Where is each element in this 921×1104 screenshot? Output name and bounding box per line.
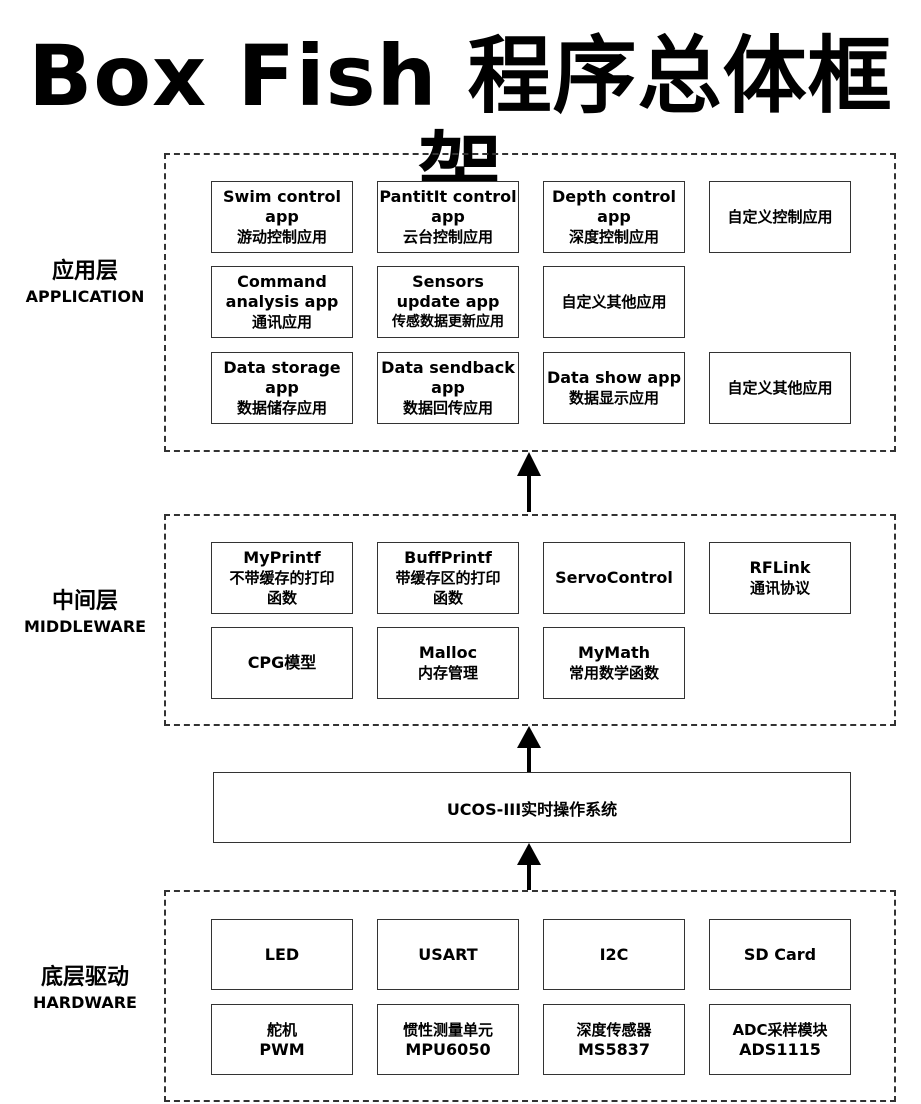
servocontrol-box: ServoControl [543, 542, 685, 614]
servocontrol-line1: ServoControl [555, 568, 673, 587]
sd-card-box: SD Card [709, 919, 851, 990]
swim-control-app-line1: Swim control [223, 187, 341, 206]
data-storage-app-line2: app [265, 378, 299, 397]
imu-mpu6050-box: 惯性测量单元 MPU6050 [377, 1004, 519, 1075]
depth-control-app-line2: app [597, 207, 631, 226]
data-show-app-line2: 数据显示应用 [568, 389, 659, 407]
malloc-line1: Malloc [418, 643, 478, 662]
depth-sensor-ms5837-box: 深度传感器 MS5837 [543, 1004, 685, 1075]
mymath-line1: MyMath [577, 643, 651, 662]
adc-ads1115-box: ADC采样模块 ADS1115 [709, 1004, 851, 1075]
rflink-line2: 通讯协议 [749, 579, 810, 597]
rflink-line1: RFLink [749, 558, 811, 577]
buffprintf-line1: BuffPrintf [404, 548, 492, 567]
page-title: Box Fish 程序总体框架 [28, 27, 893, 221]
data-show-app-line1: Data show app [546, 368, 682, 387]
custom-control-app-line1: 自定义控制应用 [727, 208, 833, 226]
sensors-update-app-box: Sensors update app 传感数据更新应用 [377, 266, 519, 338]
adc-ads1115-line1: ADC采样模块 [732, 1020, 828, 1039]
myprintf-line2: 不带缓存的打印 [229, 569, 335, 587]
custom-other-app-box-1: 自定义其他应用 [543, 266, 685, 338]
servo-pwm-line2: PWM [259, 1039, 305, 1059]
application-layer-cn: 应用层 [51, 259, 118, 284]
sensors-update-app-line1: Sensors [412, 272, 484, 291]
application-layer-frame [164, 153, 896, 452]
led-line1: LED [264, 944, 300, 964]
application-layer-label: 应用层 APPLICATION [10, 258, 160, 308]
hardware-layer-cn: 底层驱动 [40, 965, 129, 990]
data-sendback-app-line2: app [431, 378, 465, 397]
myprintf-box: MyPrintf 不带缓存的打印 函数 [211, 542, 353, 614]
hardware-layer-frame [164, 890, 896, 1102]
depth-control-app-line1: Depth control [551, 187, 677, 206]
middleware-layer-en: MIDDLEWARE [23, 617, 147, 636]
middleware-layer-label: 中间层 MIDDLEWARE [10, 588, 160, 638]
command-analysis-app-line1: Command [237, 272, 327, 291]
data-sendback-app-box: Data sendback app 数据回传应用 [377, 352, 519, 424]
pantitit-control-app-line2: app [431, 207, 465, 226]
data-show-app-box: Data show app 数据显示应用 [543, 352, 685, 424]
command-analysis-app-line2: analysis app [225, 292, 339, 311]
sensors-update-app-line2: update app [396, 292, 500, 311]
led-box: LED [211, 919, 353, 990]
usart-box: USART [377, 919, 519, 990]
arrow-up-icon [517, 843, 541, 890]
depth-sensor-line1: 深度传感器 [576, 1020, 652, 1039]
myprintf-line3: 函数 [266, 589, 297, 607]
data-storage-app-line3: 数据储存应用 [236, 399, 327, 417]
hardware-layer-label: 底层驱动 HARDWARE [10, 964, 160, 1014]
pantitit-control-app-line3: 云台控制应用 [402, 228, 493, 246]
imu-mpu6050-line1: 惯性测量单元 [402, 1020, 493, 1039]
cpg-model-box: CPG模型 [211, 627, 353, 699]
pantitit-control-app-box: PantitIt control app 云台控制应用 [377, 181, 519, 253]
data-storage-app-box: Data storage app 数据储存应用 [211, 352, 353, 424]
pantitit-control-app-line1: PantitIt control [379, 187, 517, 206]
application-layer-en: APPLICATION [25, 287, 145, 306]
command-analysis-app-box: Command analysis app 通讯应用 [211, 266, 353, 338]
malloc-line2: 内存管理 [417, 664, 478, 682]
ucos-iii-rtos-label: UCOS-III实时操作系统 [446, 799, 618, 819]
data-sendback-app-line1: Data sendback [381, 358, 515, 377]
i2c-box: I2C [543, 919, 685, 990]
depth-control-app-box: Depth control app 深度控制应用 [543, 181, 685, 253]
depth-control-app-line3: 深度控制应用 [568, 228, 659, 246]
usart-line1: USART [418, 944, 478, 964]
buffprintf-line2: 带缓存区的打印 [395, 569, 501, 587]
servo-pwm-line1: 舵机 [266, 1020, 297, 1039]
data-storage-app-line1: Data storage [223, 358, 341, 377]
i2c-line1: I2C [599, 944, 629, 964]
swim-control-app-line2: app [265, 207, 299, 226]
ucos-iii-rtos-box: UCOS-III实时操作系统 [213, 772, 851, 843]
custom-control-app-box: 自定义控制应用 [709, 181, 851, 253]
sensors-update-app-line3: 传感数据更新应用 [392, 314, 504, 330]
buffprintf-box: BuffPrintf 带缓存区的打印 函数 [377, 542, 519, 614]
middleware-layer-cn: 中间层 [51, 589, 118, 614]
adc-ads1115-line2: ADS1115 [739, 1039, 821, 1059]
imu-mpu6050-line2: MPU6050 [405, 1039, 491, 1059]
swim-control-app-box: Swim control app 游动控制应用 [211, 181, 353, 253]
arrow-up-icon [517, 452, 541, 512]
swim-control-app-line3: 游动控制应用 [236, 228, 327, 246]
malloc-box: Malloc 内存管理 [377, 627, 519, 699]
middleware-layer-frame [164, 514, 896, 726]
sd-card-line1: SD Card [743, 944, 817, 964]
custom-other-app-2-line1: 自定义其他应用 [727, 379, 833, 397]
custom-other-app-box-2: 自定义其他应用 [709, 352, 851, 424]
servo-pwm-box: 舵机 PWM [211, 1004, 353, 1075]
depth-sensor-line2: MS5837 [578, 1039, 650, 1059]
mymath-line2: 常用数学函数 [568, 664, 659, 682]
cpg-model-line1: CPG模型 [247, 653, 317, 672]
buffprintf-line3: 函数 [432, 589, 463, 607]
rflink-box: RFLink 通讯协议 [709, 542, 851, 614]
mymath-box: MyMath 常用数学函数 [543, 627, 685, 699]
myprintf-line1: MyPrintf [243, 548, 321, 567]
arrow-up-icon [517, 726, 541, 772]
command-analysis-app-line3: 通讯应用 [251, 313, 312, 331]
custom-other-app-1-line1: 自定义其他应用 [561, 293, 667, 311]
data-sendback-app-line3: 数据回传应用 [402, 399, 493, 417]
hardware-layer-en: HARDWARE [33, 993, 137, 1012]
